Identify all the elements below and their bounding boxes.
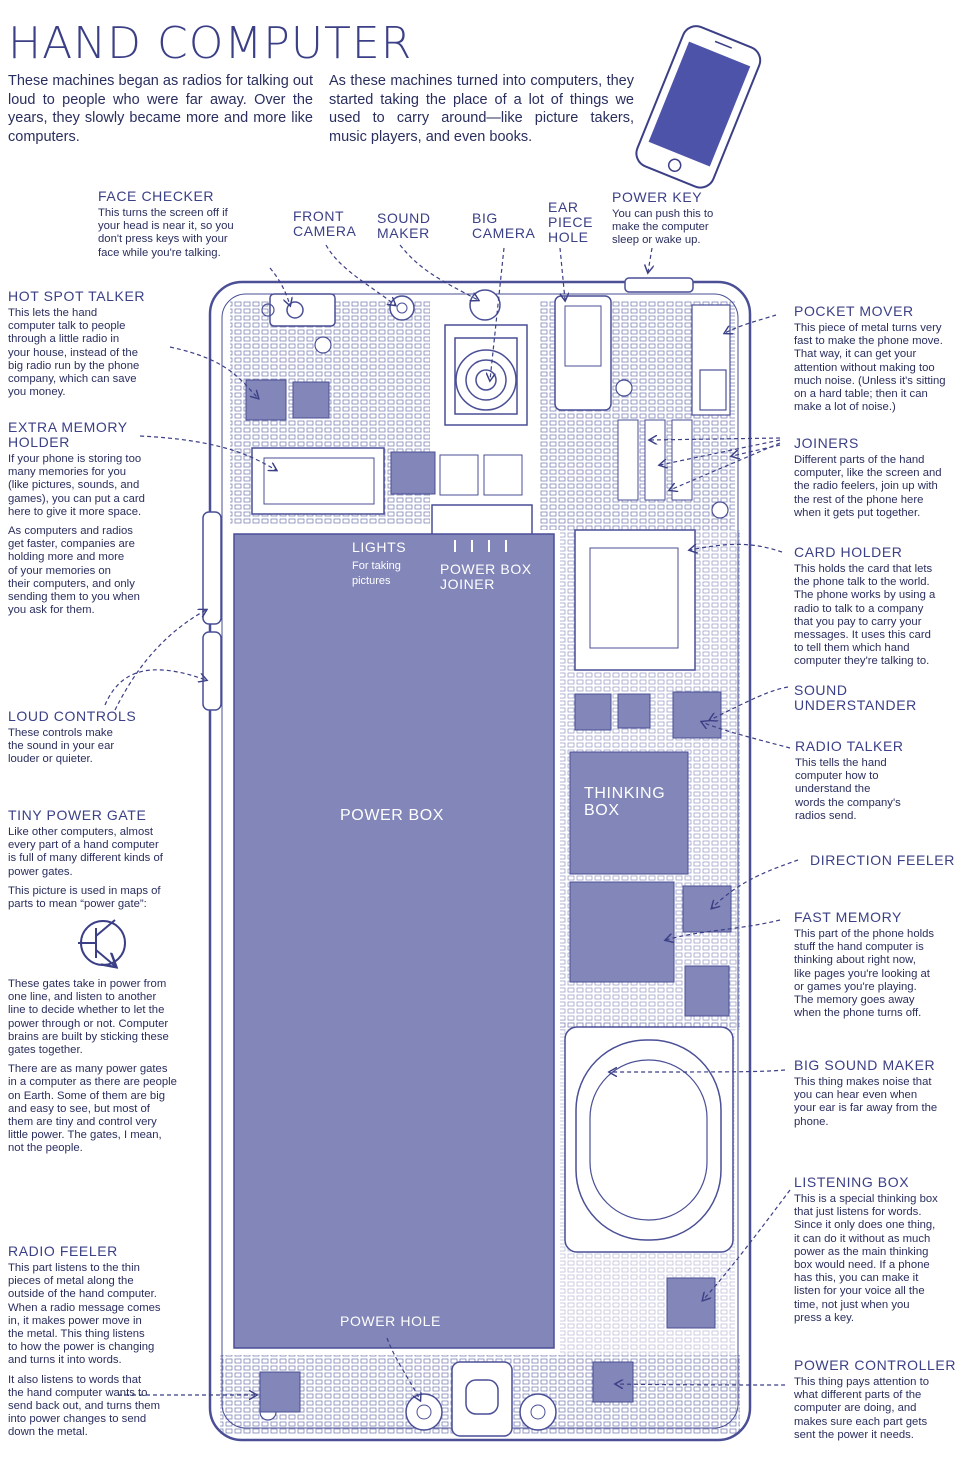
intro-right: As these machines turned into computers,… xyxy=(329,73,634,145)
tiny-power-gate-body3: These gates take in power from one line,… xyxy=(8,978,169,1057)
radio-talker-body: This tells the hand computer how to unde… xyxy=(795,757,901,822)
callout-tiny-power-gate: TINY POWER GATE Like other computers, al… xyxy=(8,808,163,911)
volume-button-up xyxy=(202,511,222,625)
callout-fast-memory: FAST MEMORY This part of the phone holds… xyxy=(794,910,934,1020)
thinking-box-title: THINKING BOX xyxy=(584,785,666,819)
face-checker-body: This turns the screen off if your head i… xyxy=(98,207,234,259)
power-key-shape xyxy=(624,277,694,293)
loud-controls-body: These controls make the sound in your ea… xyxy=(8,727,115,766)
callout-big-camera: BIG CAMERA xyxy=(472,211,536,241)
sound-maker-title: SOUND MAKER xyxy=(377,210,431,241)
loud-controls-title: LOUD CONTROLS xyxy=(8,708,137,724)
intro-left: These machines began as radios for talki… xyxy=(8,73,313,145)
pocket-mover-title: POCKET MOVER xyxy=(794,303,914,319)
direction-feeler-title: DIRECTION FEELER xyxy=(810,852,955,868)
radio-feeler-title: RADIO FEELER xyxy=(8,1243,118,1259)
callout-hot-spot-talker: HOT SPOT TALKER This lets the hand compu… xyxy=(8,289,145,399)
radio-feeler-body2: It also listens to words that the hand c… xyxy=(8,1373,160,1439)
extra-memory-holder-body2: As computers and radios get faster, comp… xyxy=(8,525,140,617)
volume-button-down xyxy=(202,631,222,711)
lights-title: LIGHTS xyxy=(352,539,407,555)
joiners-title: JOINERS xyxy=(794,435,859,451)
page-title: HAND COMPUTER xyxy=(8,18,413,69)
callout-power-key: POWER KEY You can push this to make the … xyxy=(612,190,713,248)
power-controller-body: This thing pays attention to what differ… xyxy=(794,1376,930,1441)
card-holder-body: This holds the card that lets the phone … xyxy=(794,563,936,668)
power-key-title: POWER KEY xyxy=(612,189,703,205)
callout-power-controller: POWER CONTROLLER This thing pays attenti… xyxy=(794,1358,956,1442)
big-camera-title: BIG CAMERA xyxy=(472,210,536,241)
card-holder-title: CARD HOLDER xyxy=(794,544,903,560)
callout-radio-feeler: RADIO FEELER This part listens to the th… xyxy=(8,1244,161,1440)
pocket-mover-body: This piece of metal turns very fast to m… xyxy=(794,322,946,414)
listening-box-body: This is a special thinking box that just… xyxy=(794,1193,938,1324)
callout-tiny-power-gate-more: These gates take in power from one line,… xyxy=(8,975,177,1156)
phone-sketch xyxy=(635,25,762,189)
ear-piece-hole-title: EAR PIECE HOLE xyxy=(548,199,594,245)
hot-spot-talker-body: This lets the hand computer talk to peop… xyxy=(8,307,140,399)
callout-loud-controls: LOUD CONTROLS These controls make the so… xyxy=(8,709,136,767)
battery-shape xyxy=(233,533,555,1349)
fast-memory-title: FAST MEMORY xyxy=(794,909,902,925)
callout-sound-maker: SOUND MAKER xyxy=(377,211,431,241)
callout-face-checker: FACE CHECKER This turns the screen off i… xyxy=(98,189,234,260)
callout-big-sound-maker: BIG SOUND MAKER This thing makes noise t… xyxy=(794,1058,937,1129)
callout-card-holder: CARD HOLDER This holds the card that let… xyxy=(794,545,935,669)
big-sound-maker-body: This thing makes noise that you can hear… xyxy=(794,1076,938,1128)
radio-feeler-body: This part listens to the thin pieces of … xyxy=(8,1262,161,1367)
sound-understander-title: SOUND UNDERSTANDER xyxy=(794,682,917,713)
power-box-joiner-title: POWER BOX JOINER xyxy=(440,561,532,592)
tiny-power-gate-title: TINY POWER GATE xyxy=(8,807,147,823)
callout-listening-box: LISTENING BOX This is a special thinking… xyxy=(794,1175,938,1325)
tiny-power-gate-body: Like other computers, almost every part … xyxy=(8,826,163,878)
lights-body: For taking pictures xyxy=(352,560,401,587)
callout-direction-feeler: DIRECTION FEELER xyxy=(810,853,955,868)
front-camera-title: FRONT CAMERA xyxy=(293,208,357,239)
power-controller-title: POWER CONTROLLER xyxy=(794,1357,957,1373)
listening-box-title: LISTENING BOX xyxy=(794,1174,910,1190)
callout-extra-memory-holder: EXTRA MEMORY HOLDER If your phone is sto… xyxy=(8,420,145,617)
joiners-body: Different parts of the hand computer, li… xyxy=(794,454,942,519)
hot-spot-talker-title: HOT SPOT TALKER xyxy=(8,288,146,304)
power-key-body: You can push this to make the computer s… xyxy=(612,208,714,247)
tiny-power-gate-body4: There are as many power gates in a compu… xyxy=(8,1063,177,1155)
fast-memory-body: This part of the phone holds stuff the h… xyxy=(794,928,935,1020)
radio-talker-title: RADIO TALKER xyxy=(795,738,904,754)
big-sound-maker-title: BIG SOUND MAKER xyxy=(794,1057,936,1073)
extra-memory-holder-body: If your phone is storing too many memori… xyxy=(8,453,145,518)
callout-joiners: JOINERS Different parts of the hand comp… xyxy=(794,436,942,520)
callout-pocket-mover: POCKET MOVER This piece of metal turns v… xyxy=(794,304,946,414)
callout-front-camera: FRONT CAMERA xyxy=(293,209,357,239)
callout-ear-piece-hole: EAR PIECE HOLE xyxy=(548,200,593,245)
callout-sound-understander: SOUND UNDERSTANDER xyxy=(794,683,917,713)
tiny-power-gate-body2: This picture is used in maps of parts to… xyxy=(8,884,161,911)
callout-radio-talker: RADIO TALKER This tells the hand compute… xyxy=(795,739,904,823)
power-box-title: POWER BOX xyxy=(340,807,445,824)
extra-memory-holder-title: EXTRA MEMORY HOLDER xyxy=(8,419,128,450)
face-checker-title: FACE CHECKER xyxy=(98,188,215,204)
transistor-symbol xyxy=(78,919,126,966)
power-hole-title: POWER HOLE xyxy=(340,1313,441,1329)
